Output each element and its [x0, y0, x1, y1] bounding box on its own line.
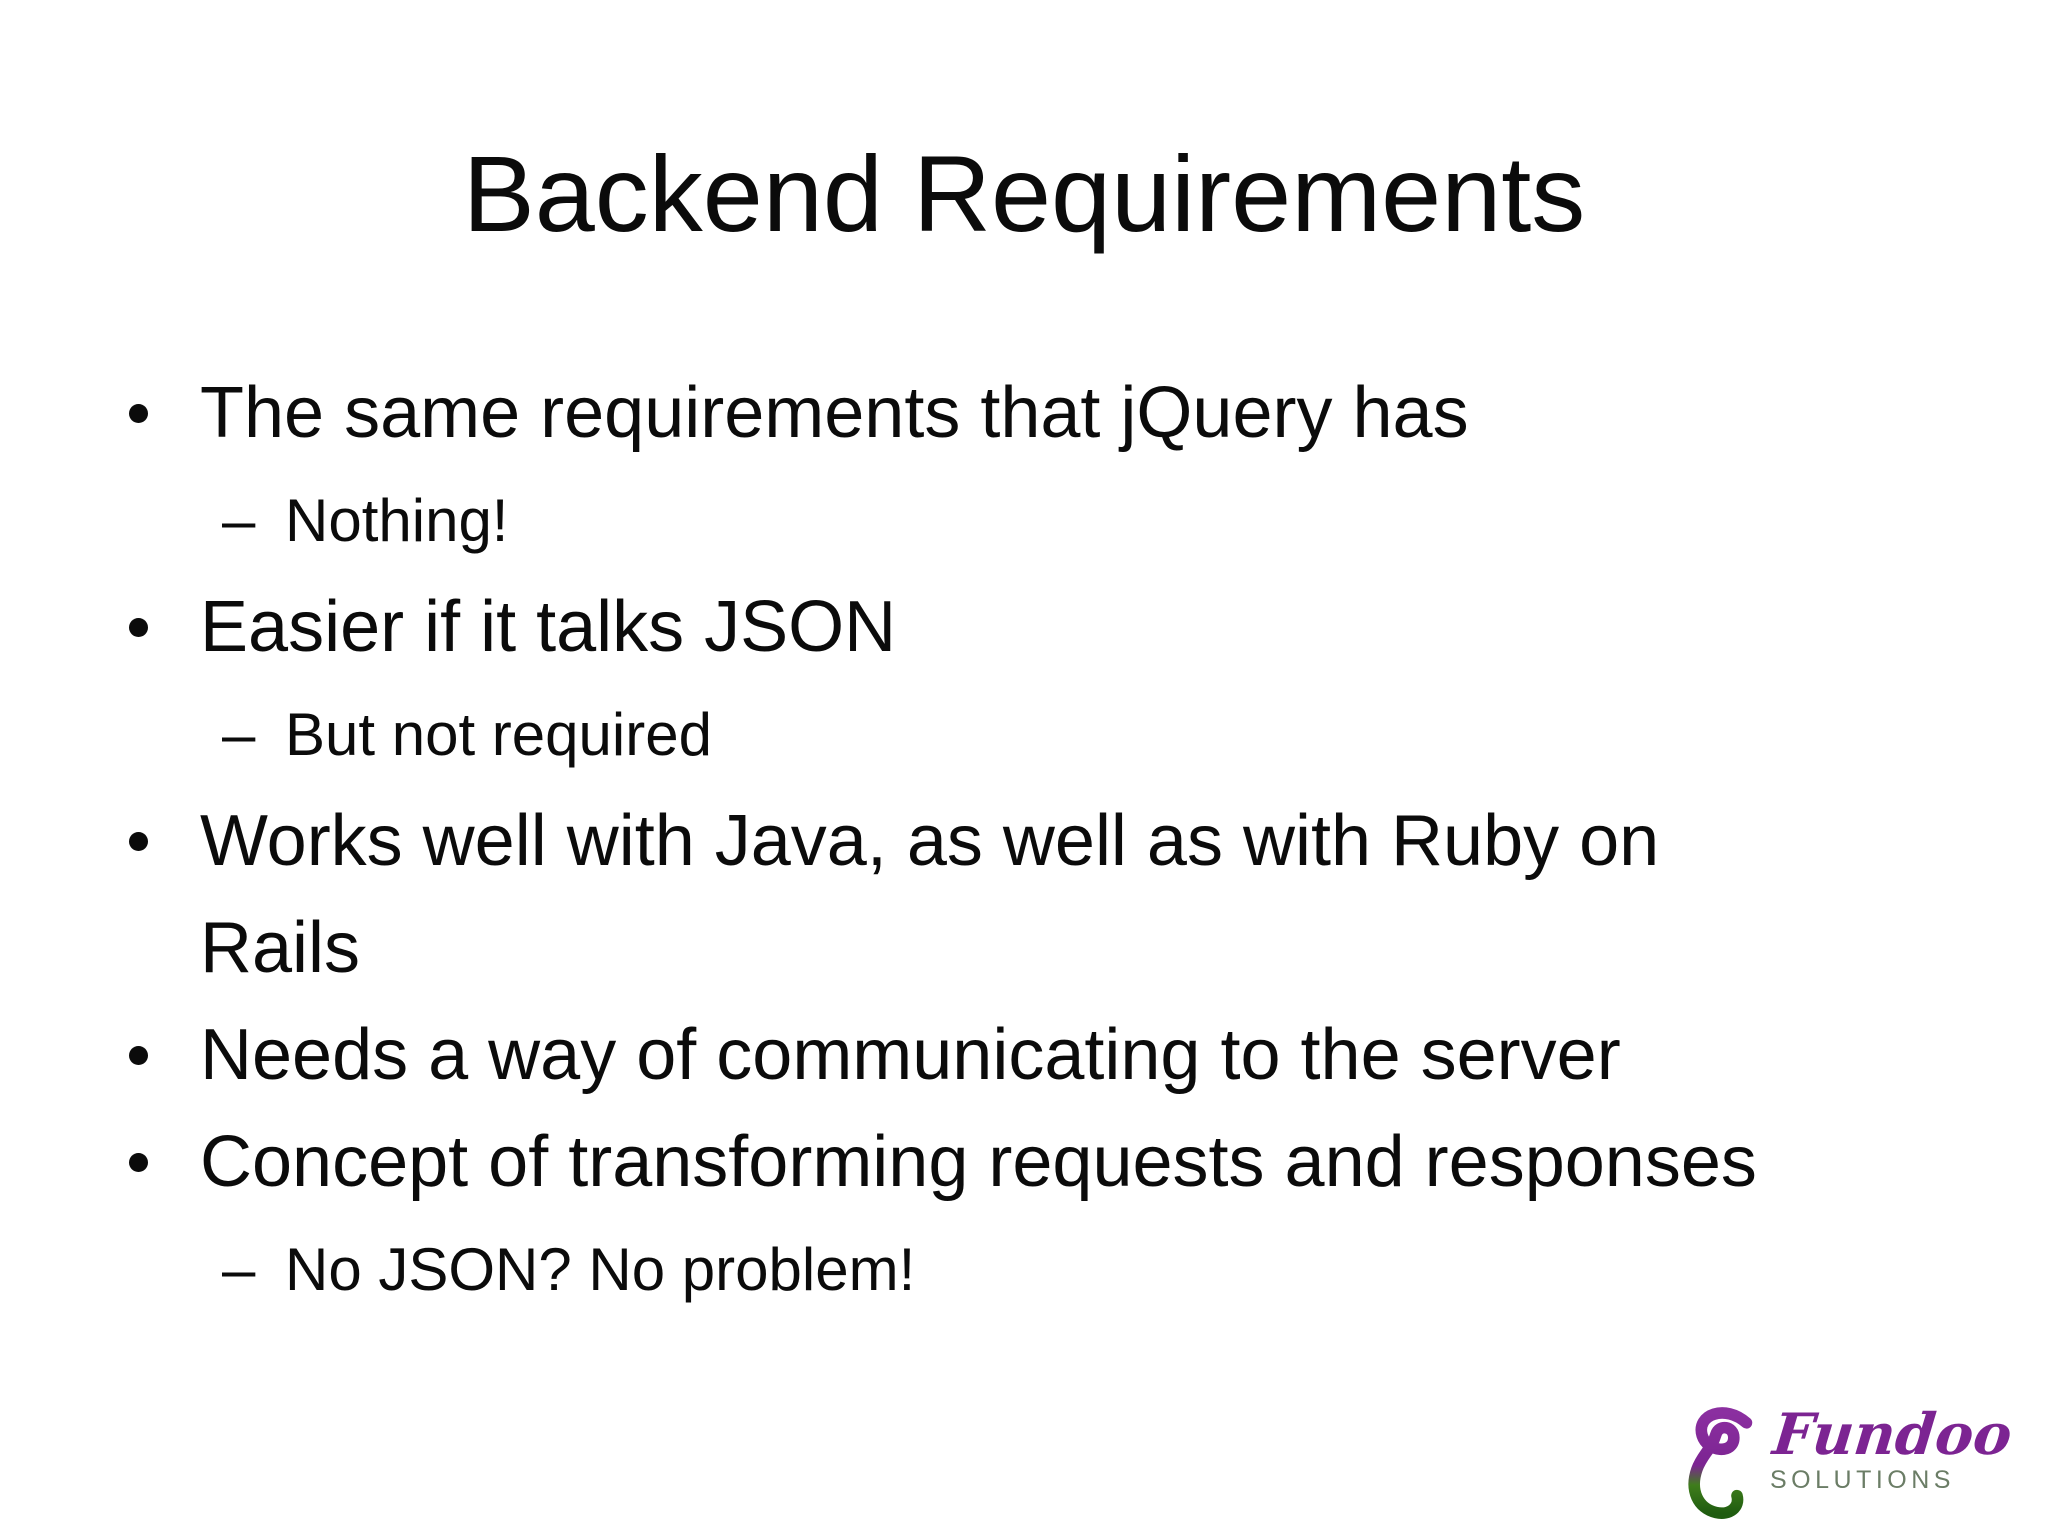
bullet-list: The same requirements that jQuery has – …: [0, 360, 1792, 1323]
list-item: Needs a way of communicating to the serv…: [0, 1002, 1792, 1109]
bullet-icon: [129, 618, 148, 637]
list-item: The same requirements that jQuery has: [0, 360, 1792, 467]
fundoo-solutions-logo: Fundoo SOLUTIONS: [1676, 1396, 2015, 1526]
list-subitem: – But not required: [0, 681, 1792, 788]
bullet-icon: [129, 1046, 148, 1065]
dash-icon: –: [222, 701, 256, 768]
list-item-text: The same requirements that jQuery has: [200, 373, 1469, 453]
list-item-text: Easier if it talks JSON: [200, 587, 897, 667]
list-subitem: – Nothing!: [0, 467, 1792, 574]
bullet-icon: [129, 1153, 148, 1172]
list-subitem: – No JSON? No problem!: [0, 1216, 1792, 1323]
fundoo-swirl-icon: [1688, 1407, 1753, 1519]
dash-icon: –: [222, 1236, 256, 1303]
dash-icon: –: [222, 487, 256, 554]
bullet-icon: [129, 404, 148, 423]
logo-brand-name: Fundoo: [1769, 1401, 2016, 1468]
list-item-text: Works well with Java, as well as with Ru…: [200, 801, 1660, 988]
list-item: Concept of transforming requests and res…: [0, 1109, 1792, 1216]
list-item: Works well with Java, as well as with Ru…: [0, 788, 1792, 1002]
list-item-text: Concept of transforming requests and res…: [200, 1122, 1757, 1202]
list-item-text: No JSON? No problem!: [285, 1236, 916, 1303]
list-item-text: But not required: [285, 701, 712, 768]
logo-text-column: Fundoo SOLUTIONS: [1770, 1401, 2015, 1494]
list-item-text: Needs a way of communicating to the serv…: [200, 1015, 1621, 1095]
list-item-text: Nothing!: [285, 487, 509, 554]
list-item: Easier if it talks JSON: [0, 574, 1792, 681]
logo-tagline: SOLUTIONS: [1770, 1466, 1955, 1494]
slide-title: Backend Requirements: [462, 133, 1586, 254]
bullet-icon: [129, 832, 148, 851]
